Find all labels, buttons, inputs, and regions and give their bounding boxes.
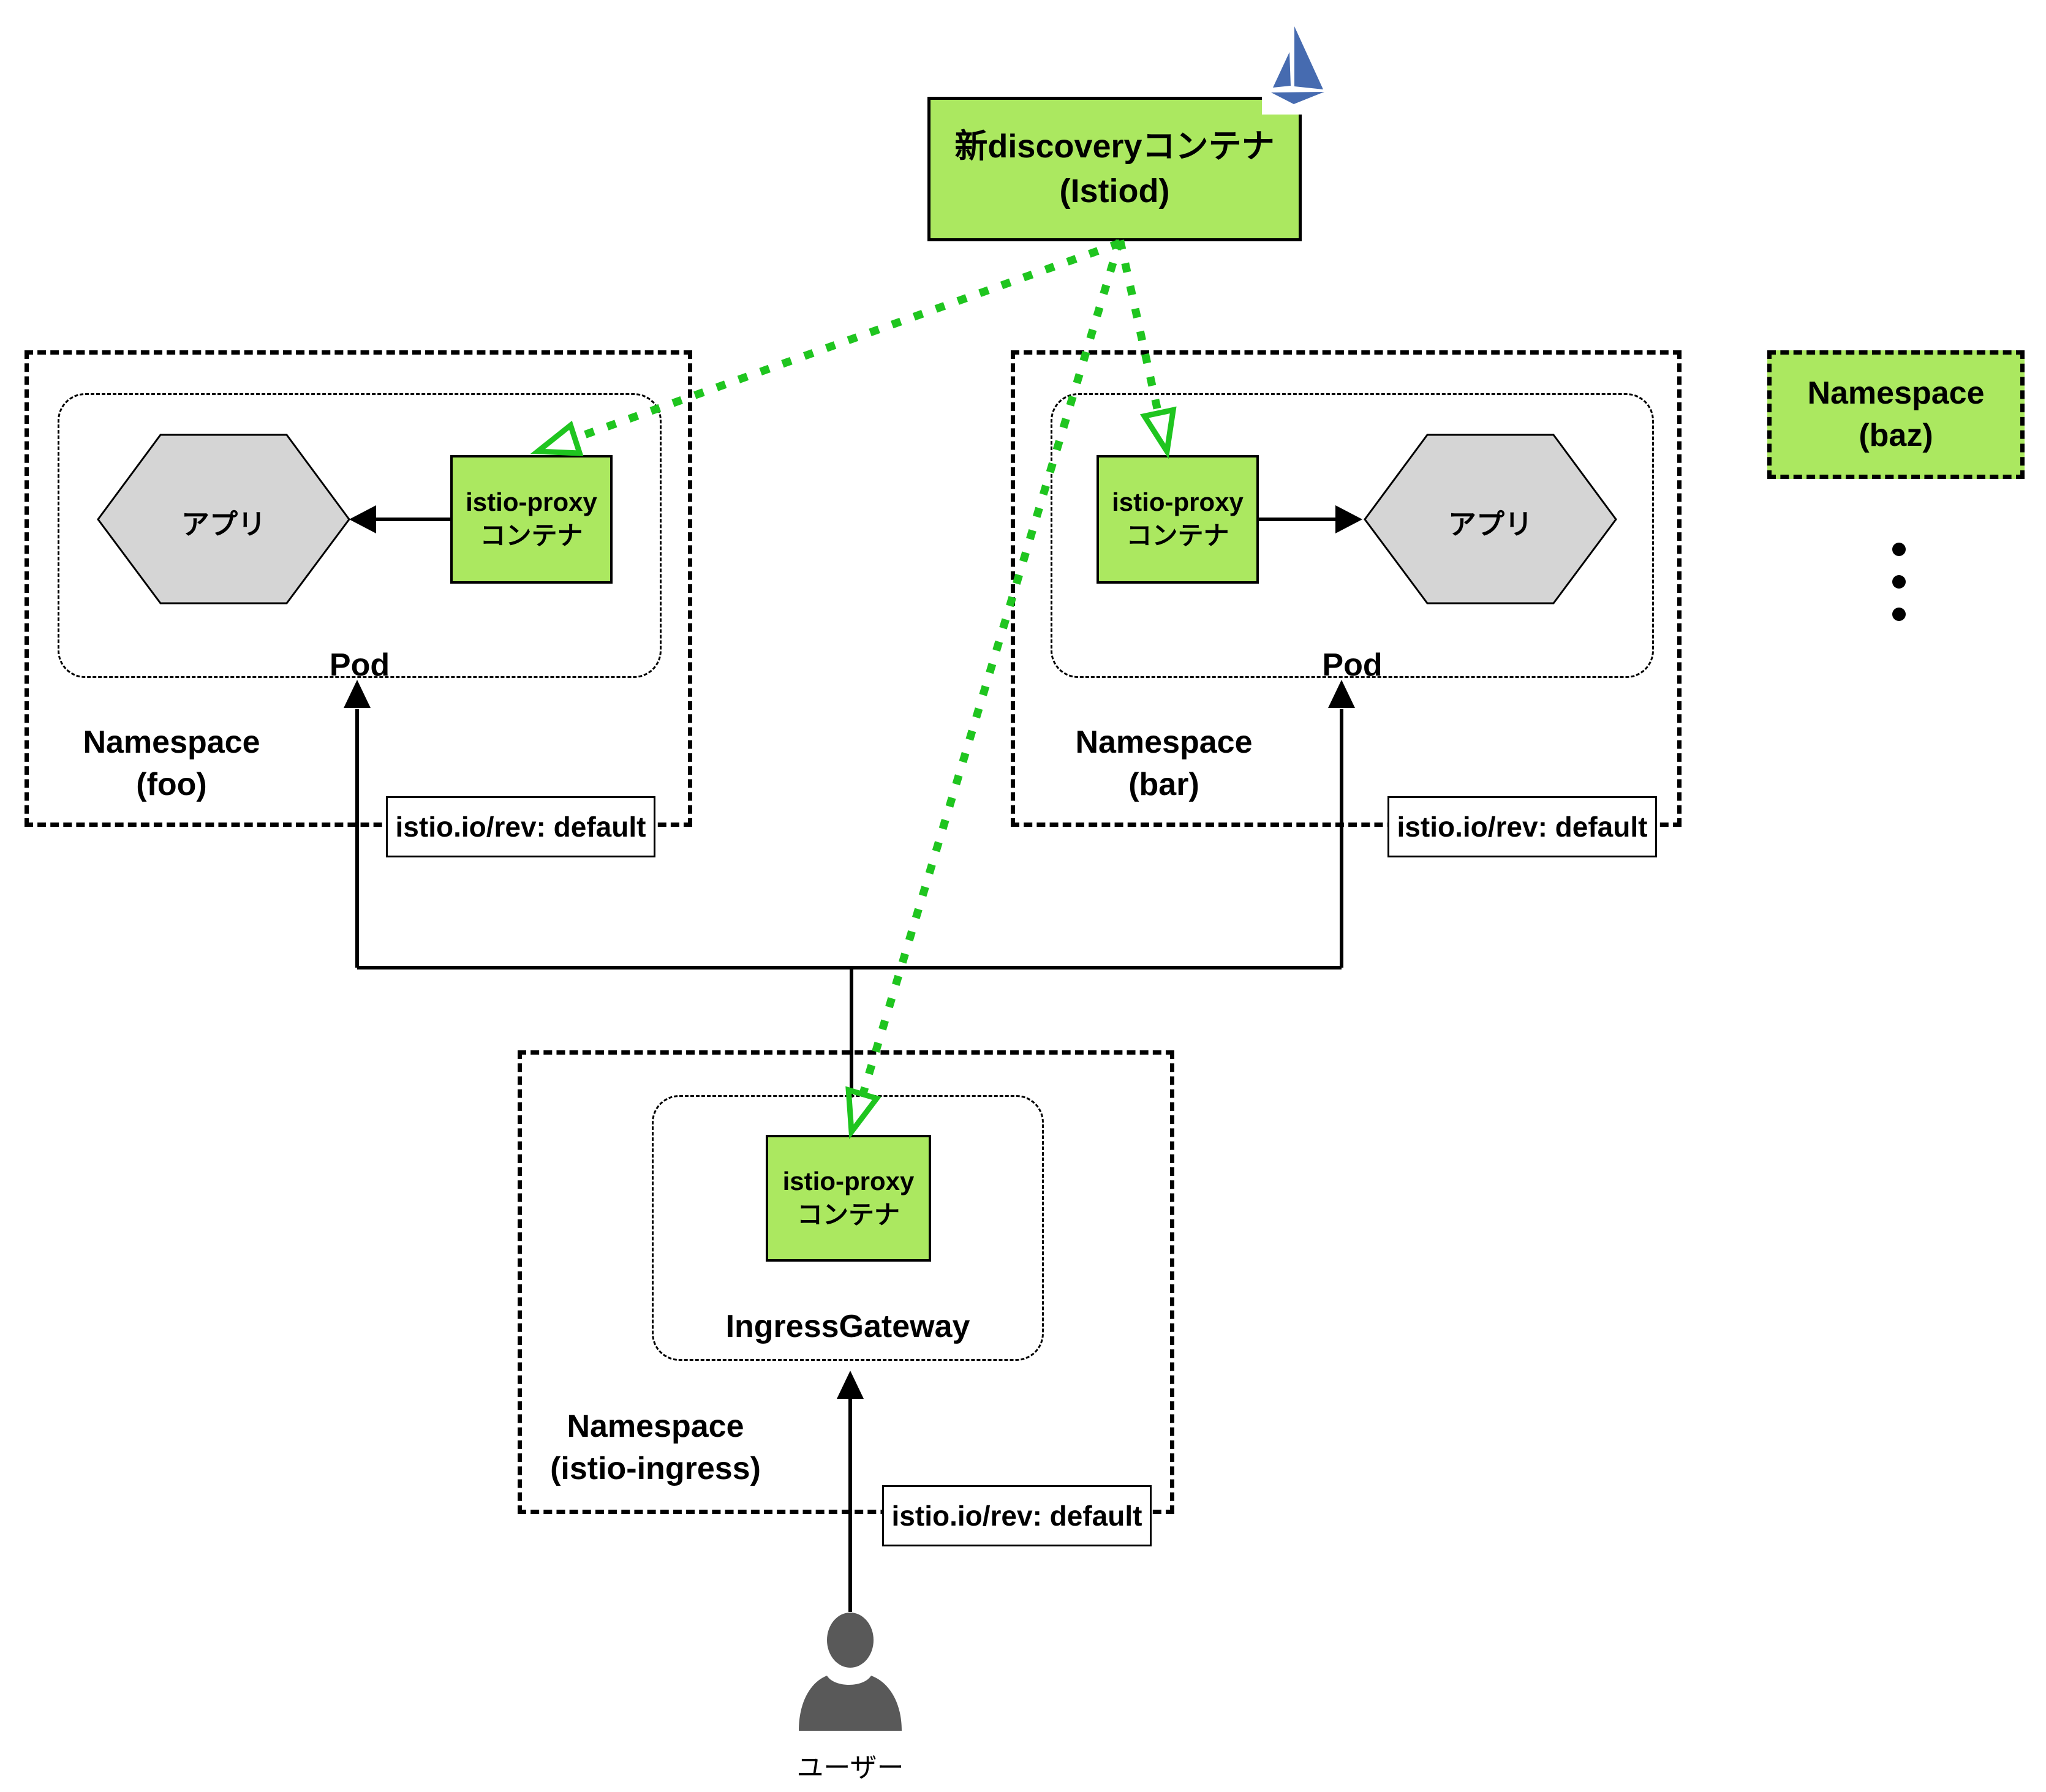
- ingressgateway-label: IngressGateway: [725, 1309, 970, 1344]
- istiod-discovery-box: 新discoveryコンテナ (Istiod): [927, 97, 1302, 241]
- user-body: [799, 1676, 902, 1731]
- rev-label-box-foo: istio.io/rev: default: [386, 796, 655, 857]
- logo-backdrop: [1262, 9, 1394, 115]
- user-label: ユーザー: [796, 1753, 904, 1783]
- rev-label-foo: istio.io/rev: default: [395, 811, 646, 843]
- istio-sailboat-logo-icon: [1262, 9, 1394, 115]
- app-label-bar: アプリ: [1448, 508, 1533, 540]
- pod-label-bar: Pod: [1322, 647, 1383, 683]
- namespace-istio-ingress-label-line1: Namespace: [567, 1409, 744, 1444]
- istiod-label-line1: 新discoveryコンテナ: [954, 128, 1275, 165]
- namespace-foo-label-line2: (foo): [136, 767, 207, 802]
- rev-label-ingress: istio.io/rev: default: [891, 1500, 1142, 1532]
- istio-proxy-label-line1: istio-proxy: [1112, 488, 1244, 517]
- pod-foo-box: [58, 393, 662, 678]
- logo-main-sail: [1294, 26, 1323, 89]
- namespace-istio-ingress-box: [518, 1050, 1174, 1514]
- rev-label-bar: istio.io/rev: default: [1397, 811, 1648, 843]
- istio-proxy-label-line2: コンテナ: [1126, 521, 1229, 550]
- logo-jib-sail: [1273, 52, 1291, 88]
- istio-proxy-label-line2: コンテナ: [796, 1200, 900, 1229]
- namespace-foo-label: Namespace (foo): [18, 721, 325, 806]
- namespace-baz-label-line2: (baz): [1859, 418, 1933, 453]
- namespace-bar-label: Namespace (bar): [1011, 721, 1317, 806]
- namespace-istio-ingress-label: Namespace (istio-ingress): [518, 1406, 793, 1490]
- rev-label-box-ingress: istio.io/rev: default: [882, 1485, 1152, 1546]
- namespace-baz-label-line1: Namespace: [1807, 375, 1985, 411]
- namespace-istio-ingress-label-line2: (istio-ingress): [550, 1451, 761, 1486]
- user-icon: [799, 1613, 902, 1731]
- namespace-bar-label-line2: (bar): [1128, 767, 1199, 802]
- istiod-label-line2: (Istiod): [1059, 173, 1170, 209]
- namespace-bar-label-line1: Namespace: [1075, 725, 1253, 760]
- namespace-baz-box: Namespace (baz): [1767, 350, 2025, 479]
- istio-proxy-label-line2: コンテナ: [480, 521, 583, 550]
- istio-proxy-label-line1: istio-proxy: [782, 1166, 915, 1195]
- pod-label-foo: Pod: [329, 647, 390, 683]
- vertical-ellipsis-icon: [1892, 543, 1906, 621]
- rev-label-box-bar: istio.io/rev: default: [1387, 796, 1657, 857]
- logo-hull: [1271, 92, 1324, 104]
- user-head: [827, 1613, 874, 1668]
- namespace-foo-label-line1: Namespace: [83, 725, 260, 760]
- app-label-foo: アプリ: [181, 508, 266, 540]
- istio-proxy-box-foo: istio-proxy コンテナ: [450, 455, 613, 584]
- istio-proxy-box-bar: istio-proxy コンテナ: [1097, 455, 1259, 584]
- istio-proxy-box-ingress: istio-proxy コンテナ: [766, 1135, 931, 1262]
- istio-proxy-label-line1: istio-proxy: [466, 488, 597, 517]
